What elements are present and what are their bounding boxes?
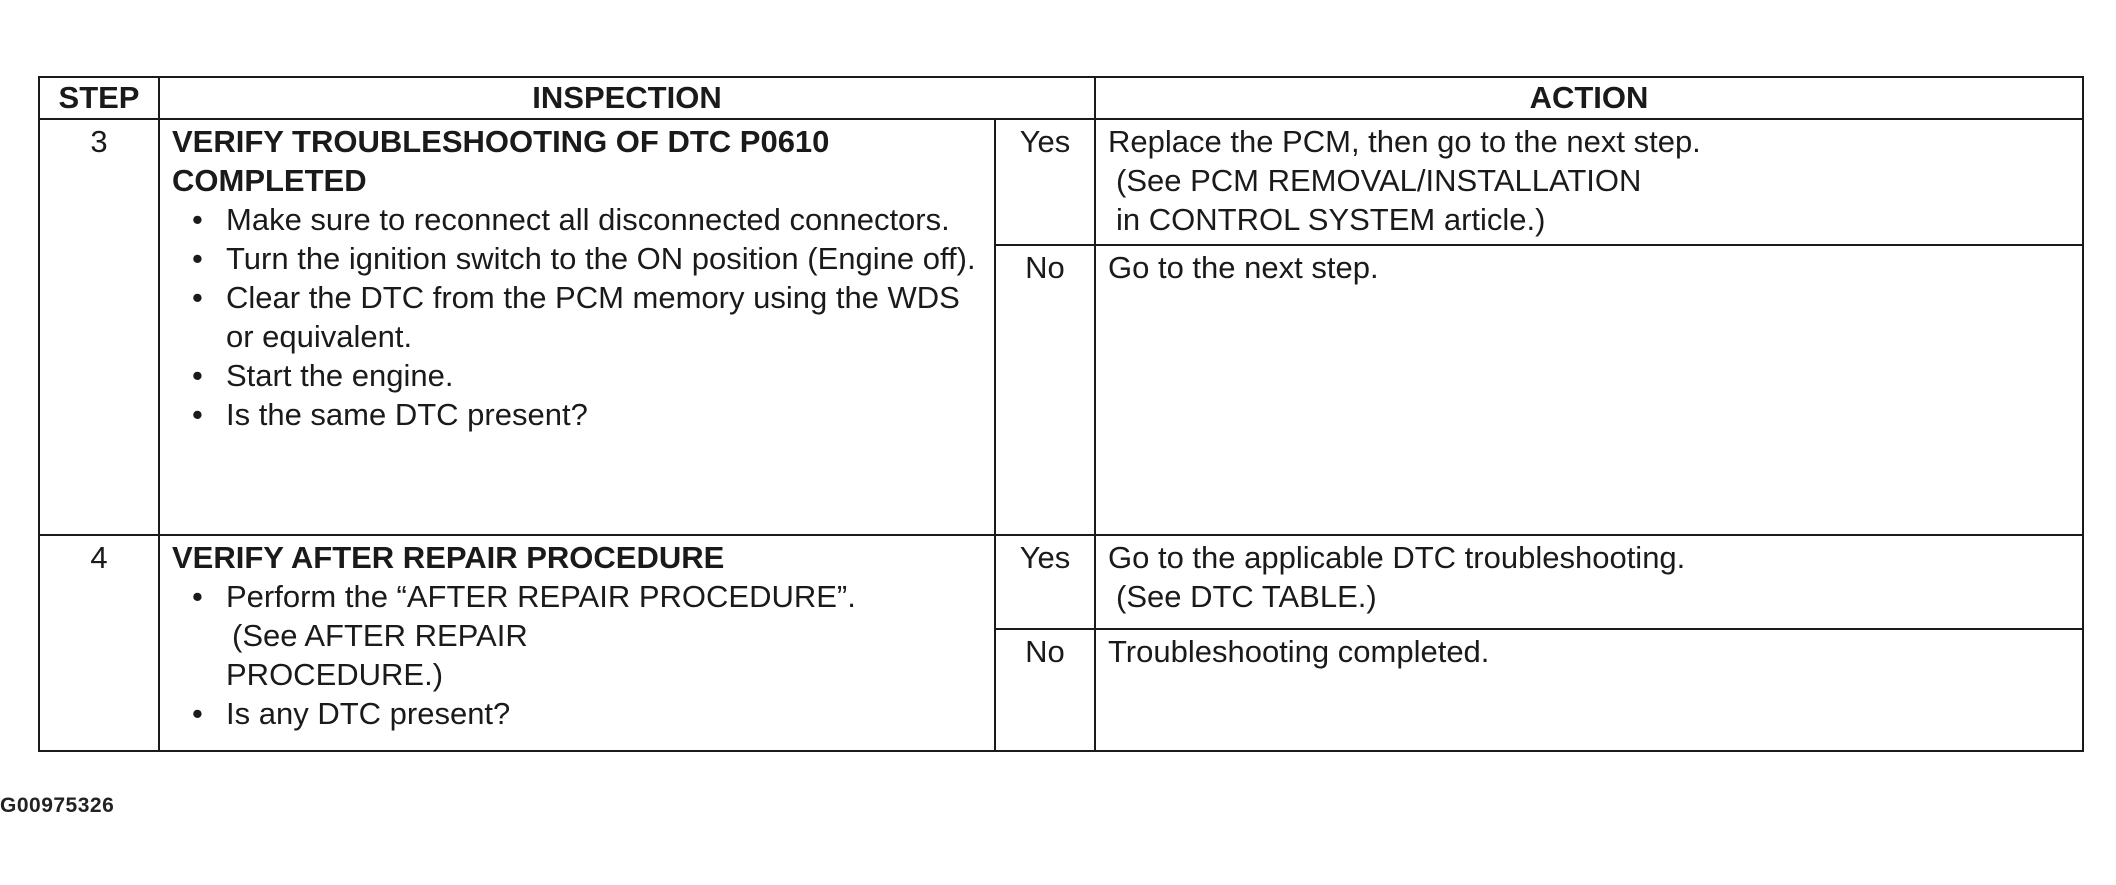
action-line: Go to the applicable DTC troubleshooting…: [1108, 540, 1686, 575]
bullet-item: Start the engine.: [172, 356, 986, 395]
inspection-title: VERIFY TROUBLESHOOTING OF DTC P0610: [172, 124, 830, 159]
inspection-bullets: Make sure to reconnect all disconnected …: [172, 200, 986, 434]
step-number: 3: [38, 118, 160, 536]
step-number: 4: [38, 534, 160, 752]
yes-label: Yes: [994, 118, 1096, 246]
action-line: Go to the next step.: [1108, 250, 1379, 285]
diagnostic-table: STEP INSPECTION ACTION 3 VERIFY TROUBLES…: [38, 76, 2084, 752]
no-action: Go to the next step.: [1094, 244, 2084, 536]
table-row-step-3-yes: 3 VERIFY TROUBLESHOOTING OF DTC P0610 CO…: [38, 118, 2084, 536]
action-line: in CONTROL SYSTEM article.): [1116, 202, 1546, 237]
header-action: ACTION: [1094, 76, 2084, 120]
header-row: STEP INSPECTION ACTION: [38, 76, 2084, 120]
action-line: (See PCM REMOVAL/INSTALLATION: [1116, 163, 1642, 198]
inspection-title: VERIFY AFTER REPAIR PROCEDURE: [172, 540, 725, 575]
action-line: Replace the PCM, then go to the next ste…: [1108, 124, 1701, 159]
header-step: STEP: [38, 76, 160, 120]
bullet-item: Is any DTC present?: [172, 694, 986, 733]
inspection-bullets: Perform the “AFTER REPAIR PROCEDURE”. (S…: [172, 577, 986, 733]
no-label: No: [994, 244, 1096, 536]
yes-action: Go to the applicable DTC troubleshooting…: [1094, 534, 2084, 630]
inspection-title-cont: COMPLETED: [172, 163, 367, 198]
table-row-step-4-yes: 4 VERIFY AFTER REPAIR PROCEDURE Perform …: [38, 534, 2084, 752]
no-label: No: [994, 628, 1096, 752]
yes-label: Yes: [994, 534, 1096, 630]
bullet-item: Clear the DTC from the PCM memory using …: [172, 278, 986, 356]
figure-id: G00975326: [0, 794, 115, 817]
table-row-step-4-no: No Troubleshooting completed.: [39, 628, 2084, 752]
header-inspection: INSPECTION: [158, 76, 1096, 120]
bullet-item: Is the same DTC present?: [172, 395, 986, 434]
bullet-note: (See AFTER REPAIR: [232, 618, 528, 653]
action-line: Troubleshooting completed.: [1108, 634, 1490, 669]
inspection-cell: VERIFY TROUBLESHOOTING OF DTC P0610 COMP…: [158, 118, 996, 536]
bullet-item: Turn the ignition switch to the ON posit…: [172, 239, 986, 278]
bullet-note: PROCEDURE.): [226, 657, 444, 692]
no-action: Troubleshooting completed.: [1094, 628, 2084, 752]
table-row-step-3-no: No Go to the next step.: [39, 244, 2084, 536]
bullet-text: Perform the “AFTER REPAIR PROCEDURE”.: [226, 579, 856, 614]
bullet-item: Make sure to reconnect all disconnected …: [172, 200, 986, 239]
action-line: (See DTC TABLE.): [1116, 579, 1377, 614]
bullet-item: Perform the “AFTER REPAIR PROCEDURE”. (S…: [172, 577, 986, 694]
inspection-cell: VERIFY AFTER REPAIR PROCEDURE Perform th…: [158, 534, 996, 752]
yes-action: Replace the PCM, then go to the next ste…: [1094, 118, 2084, 246]
